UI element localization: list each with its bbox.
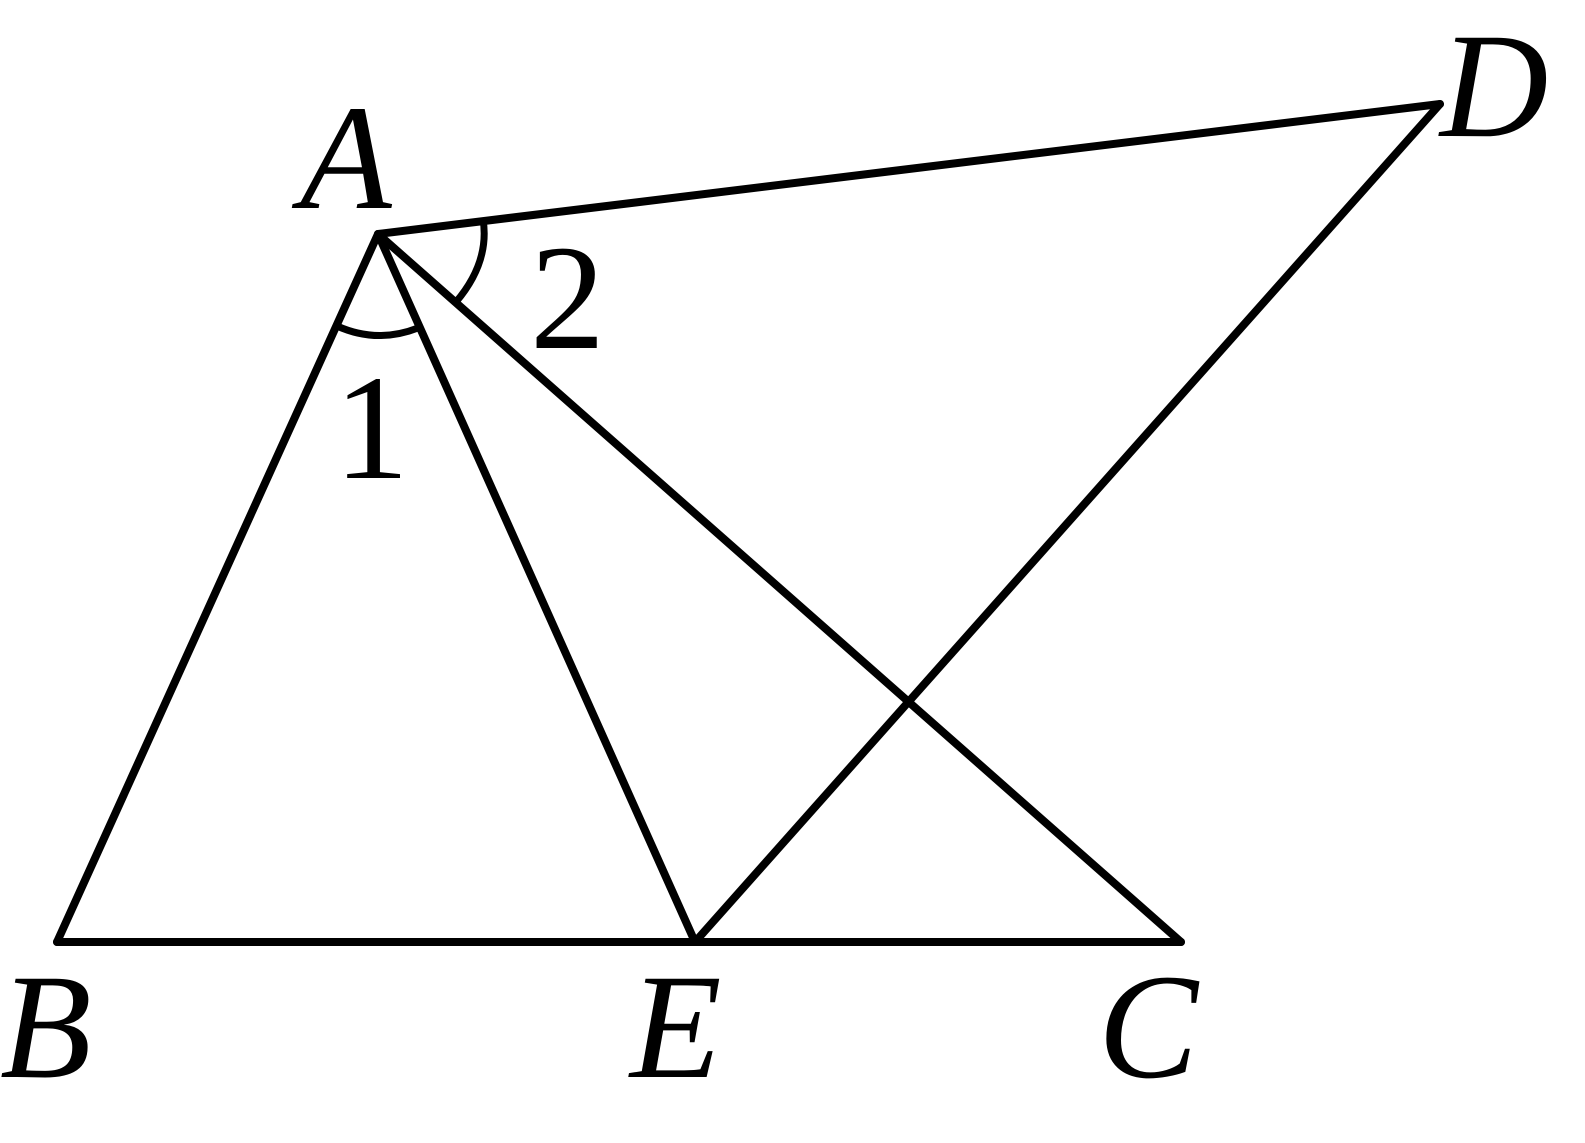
label-point-b: B [0,944,92,1110]
label-point-a: A [291,75,393,241]
segment-ab [53,230,382,946]
segment-de [691,100,1444,946]
angle-2-arc [453,218,488,305]
label-point-c: C [1098,944,1200,1110]
segment-ad [374,100,1444,238]
label-angle-1: 1 [334,345,409,511]
segment-ae [374,230,699,946]
angle-1-arc [335,322,420,339]
segment-ac [374,230,1185,946]
label-point-d: D [1438,3,1548,169]
label-point-e: E [628,944,722,1110]
label-angle-2: 2 [530,215,605,381]
